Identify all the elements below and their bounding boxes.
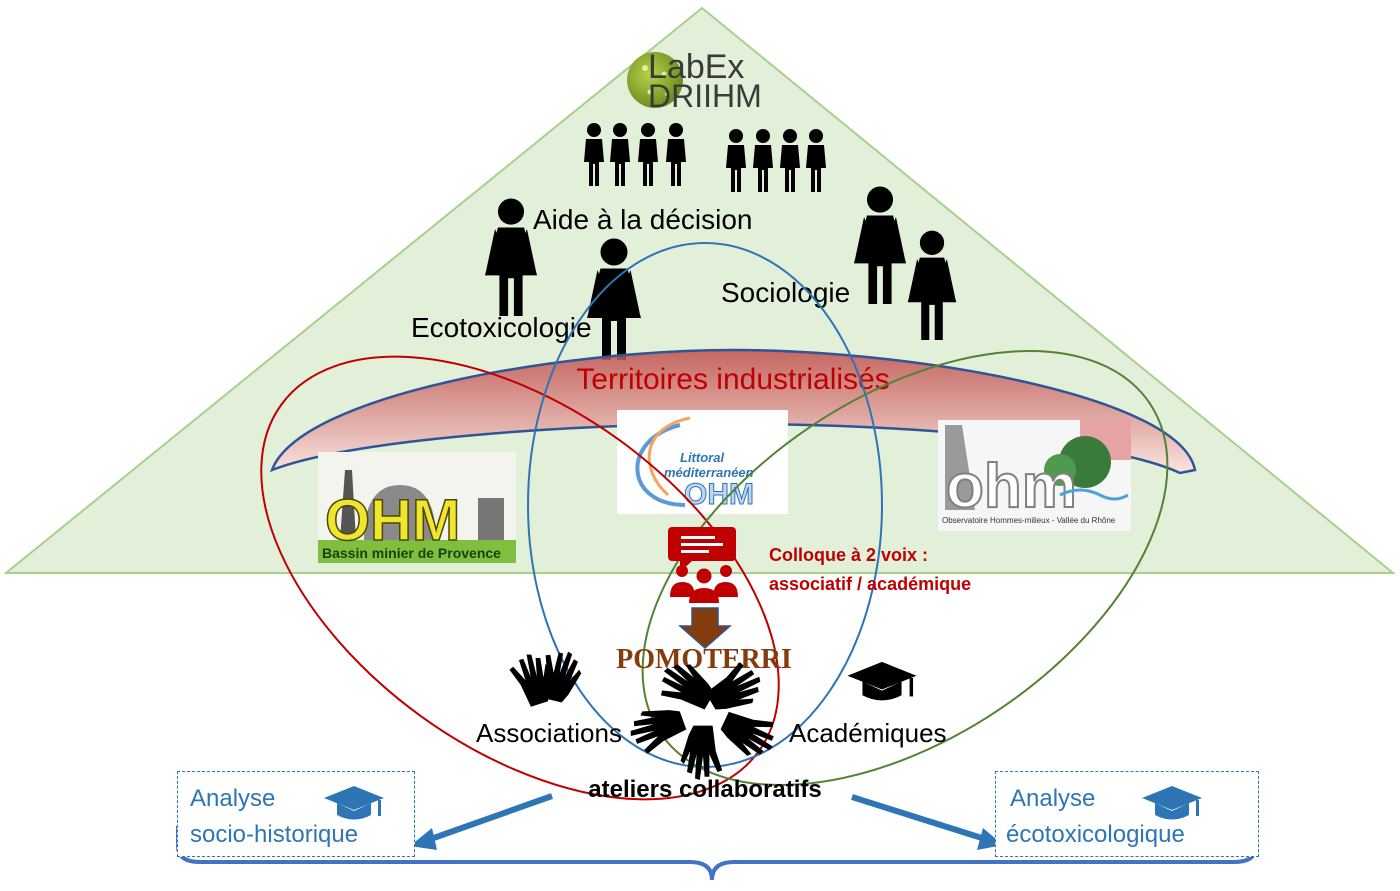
analysis-left-line2: socio-historique <box>190 821 359 848</box>
label-ecotoxicologie: Ecotoxicologie <box>411 312 592 343</box>
label-associations: Associations <box>476 718 622 748</box>
arrow-right <box>851 794 1003 850</box>
label-colloque-line1: Colloque à 2 voix : <box>769 545 928 565</box>
raised-hands-icon <box>506 646 586 710</box>
ohm-right-brand: ohm <box>946 452 1077 521</box>
labex-logo-line2: DRIIHM <box>648 78 762 114</box>
label-academiques: Académiques <box>789 718 947 748</box>
labex-logo-line1: LabEx <box>648 48 744 86</box>
labex-logo: LabEx DRIIHM <box>627 48 762 114</box>
graduation-cap-icon <box>324 786 384 820</box>
bottom-brace <box>176 826 1258 881</box>
ohm-center-line2: méditerranéen <box>664 465 754 480</box>
ohm-vallee-rhone-logo: ohm Observatoire Hommes-milieux - Vallée… <box>938 420 1131 531</box>
label-pomoterri: POMOTERRI <box>616 644 792 675</box>
analysis-box-socio-historique <box>177 771 415 857</box>
label-colloque-line2: associatif / académique <box>769 574 971 594</box>
analysis-left-line1: Analyse <box>190 785 276 812</box>
graduation-cap-icon <box>1142 786 1202 820</box>
graduation-cap-icon <box>847 661 917 701</box>
label-sociologie: Sociologie <box>721 277 850 308</box>
team-icon <box>670 565 738 603</box>
analysis-box-ecotoxicologique <box>995 771 1259 857</box>
ohm-center-line1: Littoral <box>680 450 724 465</box>
arrow-left <box>410 793 554 850</box>
ohm-littoral-logo: Littoral méditerranéen OHM <box>617 410 788 514</box>
ohm-left-caption: Bassin minier de Provence <box>322 545 501 561</box>
arrow-down-icon <box>678 607 732 649</box>
analysis-right-line1: Analyse <box>1010 785 1096 812</box>
label-territoires: Territoires industrialisés <box>576 363 889 396</box>
label-ateliers: ateliers collaboratifs <box>588 776 821 803</box>
ohm-right-caption: Observatoire Hommes-milieux - Vallée du … <box>942 516 1116 525</box>
label-aide-decision: Aide à la décision <box>533 204 752 235</box>
ohm-bassin-minier-logo: OHM Bassin minier de Provence <box>318 452 516 563</box>
ohm-left-brand: OHM <box>325 488 460 553</box>
analysis-right-line2: écotoxicologique <box>1006 821 1185 848</box>
